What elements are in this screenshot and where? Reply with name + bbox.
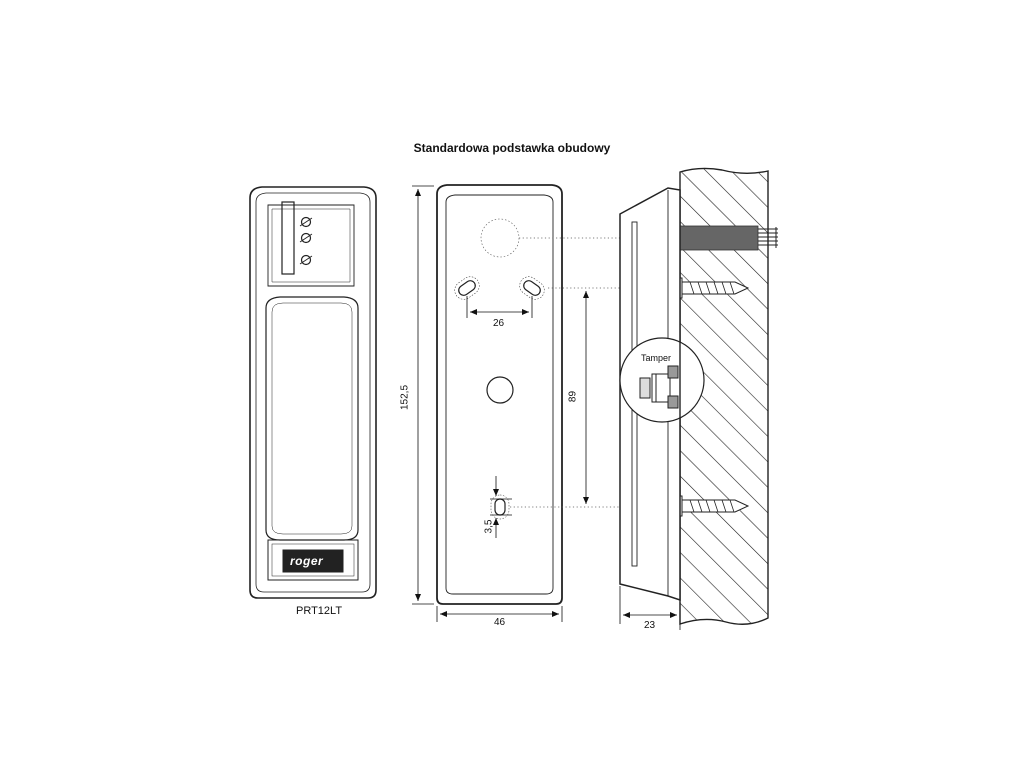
led-indicator-1-icon: [300, 216, 312, 228]
led-indicator-3-icon: [300, 254, 312, 266]
hole-spacing-dimension-label: 26: [493, 318, 505, 329]
center-hole: [486, 376, 514, 404]
upper-left-slot: [454, 276, 480, 300]
cable-hole: [480, 218, 520, 258]
height-dimension-label: 152,5: [399, 384, 411, 411]
reader-front-view: [249, 186, 377, 599]
mount-spacing-dimension-label: 89: [567, 390, 579, 403]
tamper-switch: [639, 342, 681, 418]
depth-dimension-label: 23: [644, 620, 656, 631]
reader-main-window: [265, 296, 359, 541]
slot-dimension-label: 3,5: [483, 519, 495, 534]
led-indicator-2-icon: [300, 232, 312, 244]
logo-plate: [267, 539, 359, 581]
led-window: [281, 201, 295, 275]
led-panel: [267, 204, 355, 287]
upper-right-slot: [519, 276, 545, 300]
brand-logo: roger: [290, 554, 324, 568]
base-inner-outline: [445, 194, 554, 595]
reader-inner-outline: [255, 192, 371, 593]
tamper-label: Tamper: [641, 353, 672, 363]
cable: [679, 225, 759, 251]
width-dimension-label: 46: [494, 617, 506, 628]
model-label: PRT12LT: [296, 605, 343, 617]
reader-outline: [249, 186, 377, 599]
base-dimensions: [412, 185, 563, 622]
side-view: [619, 167, 778, 630]
drawing-title: Standardowa podstawka obudowy: [413, 141, 611, 155]
base-outline: [436, 184, 563, 605]
cable-wires: [758, 227, 778, 248]
base-view: [436, 184, 563, 605]
